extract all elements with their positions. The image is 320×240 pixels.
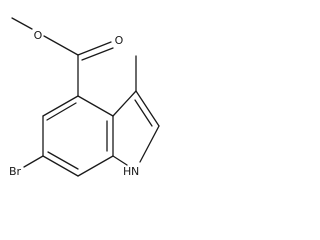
ring-c3a-c4-bond [77, 95, 114, 117]
ring-c6-c7-bond [42, 155, 79, 177]
c6-bromine-bond [23, 155, 44, 168]
indole-nh-hydrogen-label: H [123, 165, 131, 178]
indole-nh-nitrogen-label: N [131, 165, 139, 178]
ring-c3a-c3-bond [112, 90, 137, 117]
ring-c6-c7-inner-bond [47, 151, 79, 170]
ester-oxygen-label: O [34, 29, 43, 42]
methoxy-o-carbonyl-c-bond [43, 35, 79, 56]
carbonyl-double-bond-a [77, 41, 112, 56]
ring-c4-c5-bond [42, 95, 79, 117]
ring-c2-n1-bond [139, 125, 160, 163]
carbonyl-oxygen-label: O [115, 34, 124, 47]
carbonyl-double-bond-b [81, 47, 114, 61]
methoxy-methyl-bond [11, 17, 33, 30]
chemical-structure: O O Br H N [9, 17, 160, 178]
ring-c3-c2-bond [135, 90, 160, 127]
ring-c4-c5-inner-bond [46, 102, 77, 121]
ring-c7-c7a-bond [77, 155, 114, 177]
ring-n1-c7a-bond [112, 155, 128, 166]
ring-c3-c2-inner-bond [134, 99, 153, 127]
bromine-label: Br [9, 165, 22, 178]
